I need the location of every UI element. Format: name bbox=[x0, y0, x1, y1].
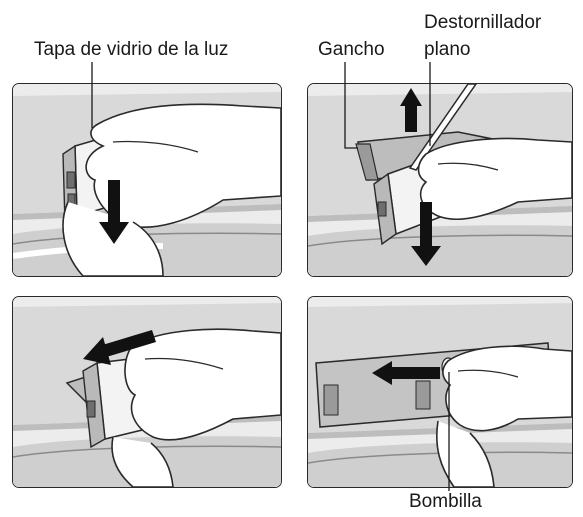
bulb-label: Bombilla bbox=[409, 491, 482, 512]
step-3-panel bbox=[12, 296, 282, 488]
screwdriver-icon bbox=[408, 84, 477, 171]
hook-label: Gancho bbox=[318, 39, 385, 60]
hand-icon bbox=[435, 345, 572, 487]
step-1-panel bbox=[12, 83, 282, 277]
arrow-left-icon bbox=[372, 361, 440, 385]
step-3-illustration bbox=[13, 297, 281, 487]
step-4-panel bbox=[307, 296, 573, 488]
step-2-illustration bbox=[308, 84, 572, 276]
arrow-left-up-icon bbox=[83, 330, 156, 365]
arrow-up-icon bbox=[400, 88, 422, 132]
step-2-panel bbox=[307, 83, 573, 277]
step-1-illustration bbox=[13, 84, 281, 276]
screwdriver-label-line1: Destornillador bbox=[424, 12, 542, 33]
arrow-down-icon bbox=[99, 180, 129, 244]
step-4-illustration bbox=[308, 297, 572, 487]
hand-icon bbox=[111, 328, 281, 487]
glass-cover-label: Tapa de vidrio de la luz bbox=[34, 39, 229, 60]
arrow-down-icon bbox=[411, 202, 441, 266]
screwdriver-label-line2: plano bbox=[424, 39, 471, 60]
hand-icon bbox=[417, 137, 572, 220]
